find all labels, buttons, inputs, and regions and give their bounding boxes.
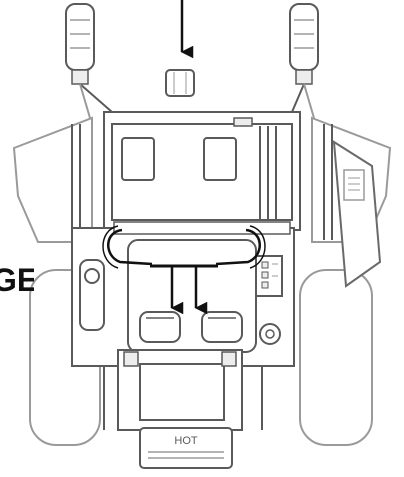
- left-vent: [121, 137, 155, 181]
- front-canister: [165, 69, 195, 97]
- left-caster-wheel: [65, 3, 95, 85]
- operator-seat: [127, 239, 257, 353]
- door-label: [343, 169, 365, 201]
- muffler-guard: [139, 427, 233, 469]
- right-drive-wheel: [299, 269, 373, 446]
- hose-path-left: [107, 228, 153, 266]
- hose-path-right: [215, 228, 261, 266]
- callout-label-partial: GE: [0, 262, 34, 298]
- right-caster-wheel: [289, 3, 319, 85]
- hot-label: HOT: [174, 435, 198, 447]
- right-vent: [203, 137, 237, 181]
